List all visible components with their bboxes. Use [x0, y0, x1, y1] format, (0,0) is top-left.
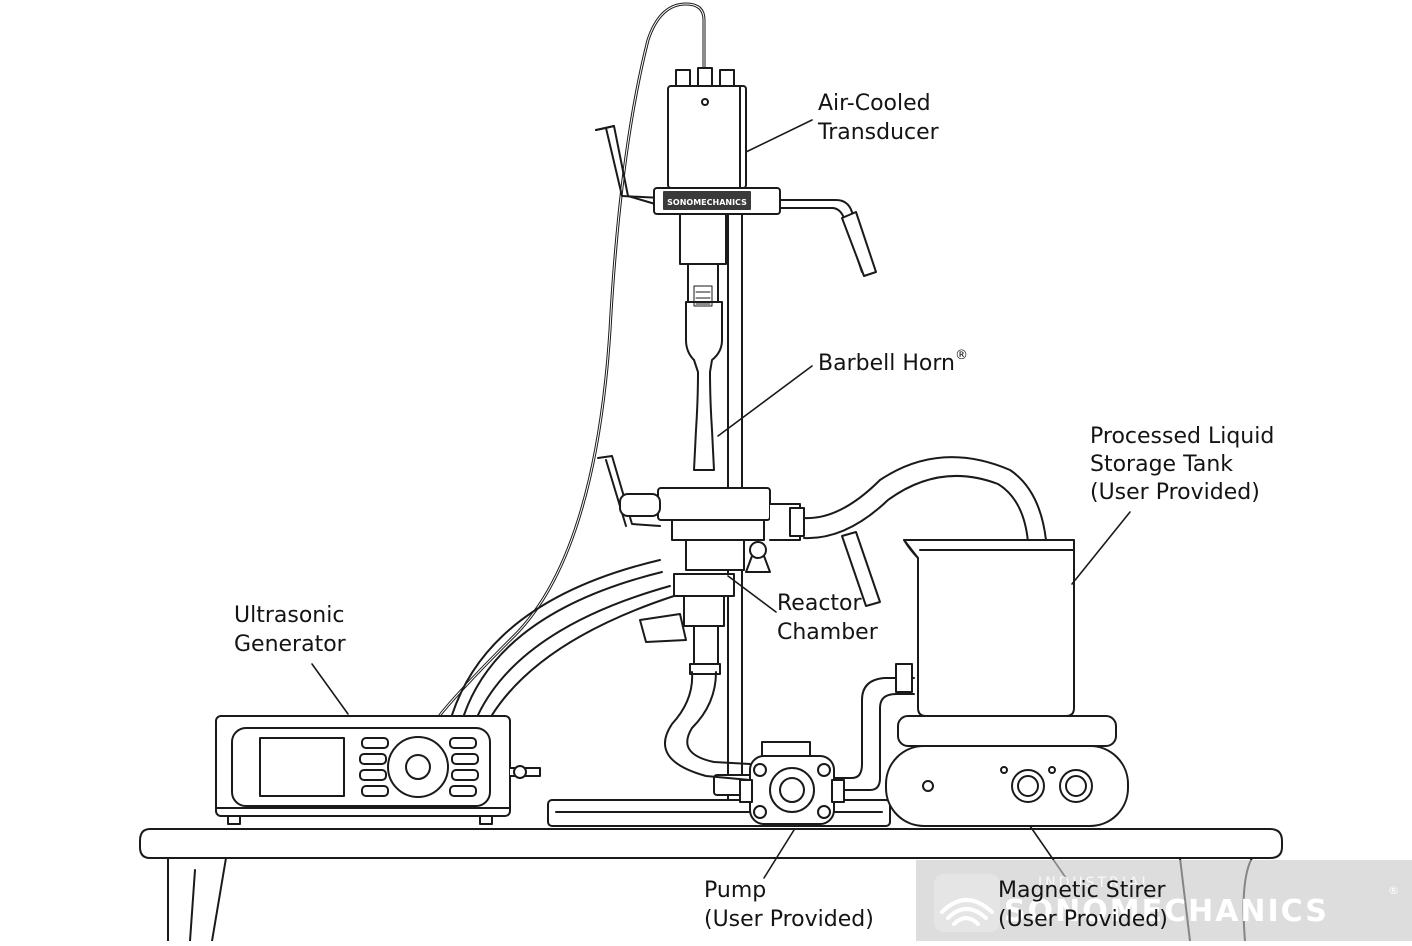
- pump-hoses: [663, 663, 915, 791]
- coolant-hoses: [451, 559, 675, 716]
- label-reactor: Reactor Chamber: [777, 589, 878, 647]
- watermark-small-text: INDUSTRIAL: [1038, 875, 1153, 891]
- table: [139, 828, 1283, 942]
- watermark-brand: SONOMECHANICS: [1004, 894, 1329, 929]
- label-horn-mark: ®: [954, 348, 968, 363]
- pump: [739, 741, 845, 825]
- label-stirrer-line1: Magnetic Stirer: [998, 878, 1166, 903]
- cooling-tube-right: [779, 199, 877, 277]
- ultrasonic-generator: [215, 715, 541, 825]
- transducer-cable: [438, 2, 706, 717]
- label-tank: Processed Liquid Storage Tank (User Prov…: [1090, 423, 1274, 507]
- label-tank-line3: (User Provided): [1090, 480, 1260, 505]
- label-stirrer: Magnetic Stirer (User Provided): [998, 876, 1168, 934]
- watermark: [916, 860, 1412, 941]
- label-pump-line2: (User Provided): [704, 907, 874, 932]
- label-transducer-line1: Air-Cooled: [818, 91, 931, 116]
- label-tank-line2: Storage Tank: [1090, 452, 1234, 477]
- label-generator: Ultrasonic Generator: [234, 601, 346, 659]
- reactor-chamber: [597, 455, 805, 675]
- label-transducer-line2: Transducer: [818, 120, 939, 145]
- transducer-badge: SONOMECHANICS: [667, 198, 747, 207]
- label-pump: Pump (User Provided): [704, 876, 874, 934]
- label-reactor-line1: Reactor: [777, 591, 862, 616]
- label-generator-line2: Generator: [234, 632, 346, 657]
- magnetic-stirrer: [885, 715, 1129, 827]
- watermark-mark: ®: [1388, 884, 1399, 897]
- label-tank-line1: Processed Liquid: [1090, 424, 1275, 449]
- label-transducer: Air-Cooled Transducer: [818, 89, 939, 147]
- barbell-horn: [679, 213, 727, 471]
- outlet-hose: [803, 456, 1047, 607]
- transducer: SONOMECHANICS: [653, 67, 781, 215]
- label-stirrer-line2: (User Provided): [998, 907, 1168, 932]
- leader-lines: [311, 119, 1131, 879]
- storage-tank: [903, 539, 1075, 717]
- label-pump-line1: Pump: [704, 878, 767, 903]
- label-horn: Barbell Horn®: [818, 349, 968, 378]
- label-generator-line1: Ultrasonic: [234, 603, 345, 628]
- label-horn-text: Barbell Horn: [818, 351, 955, 376]
- wifi-wave-logo-icon: [934, 874, 1000, 932]
- label-reactor-line2: Chamber: [777, 620, 878, 645]
